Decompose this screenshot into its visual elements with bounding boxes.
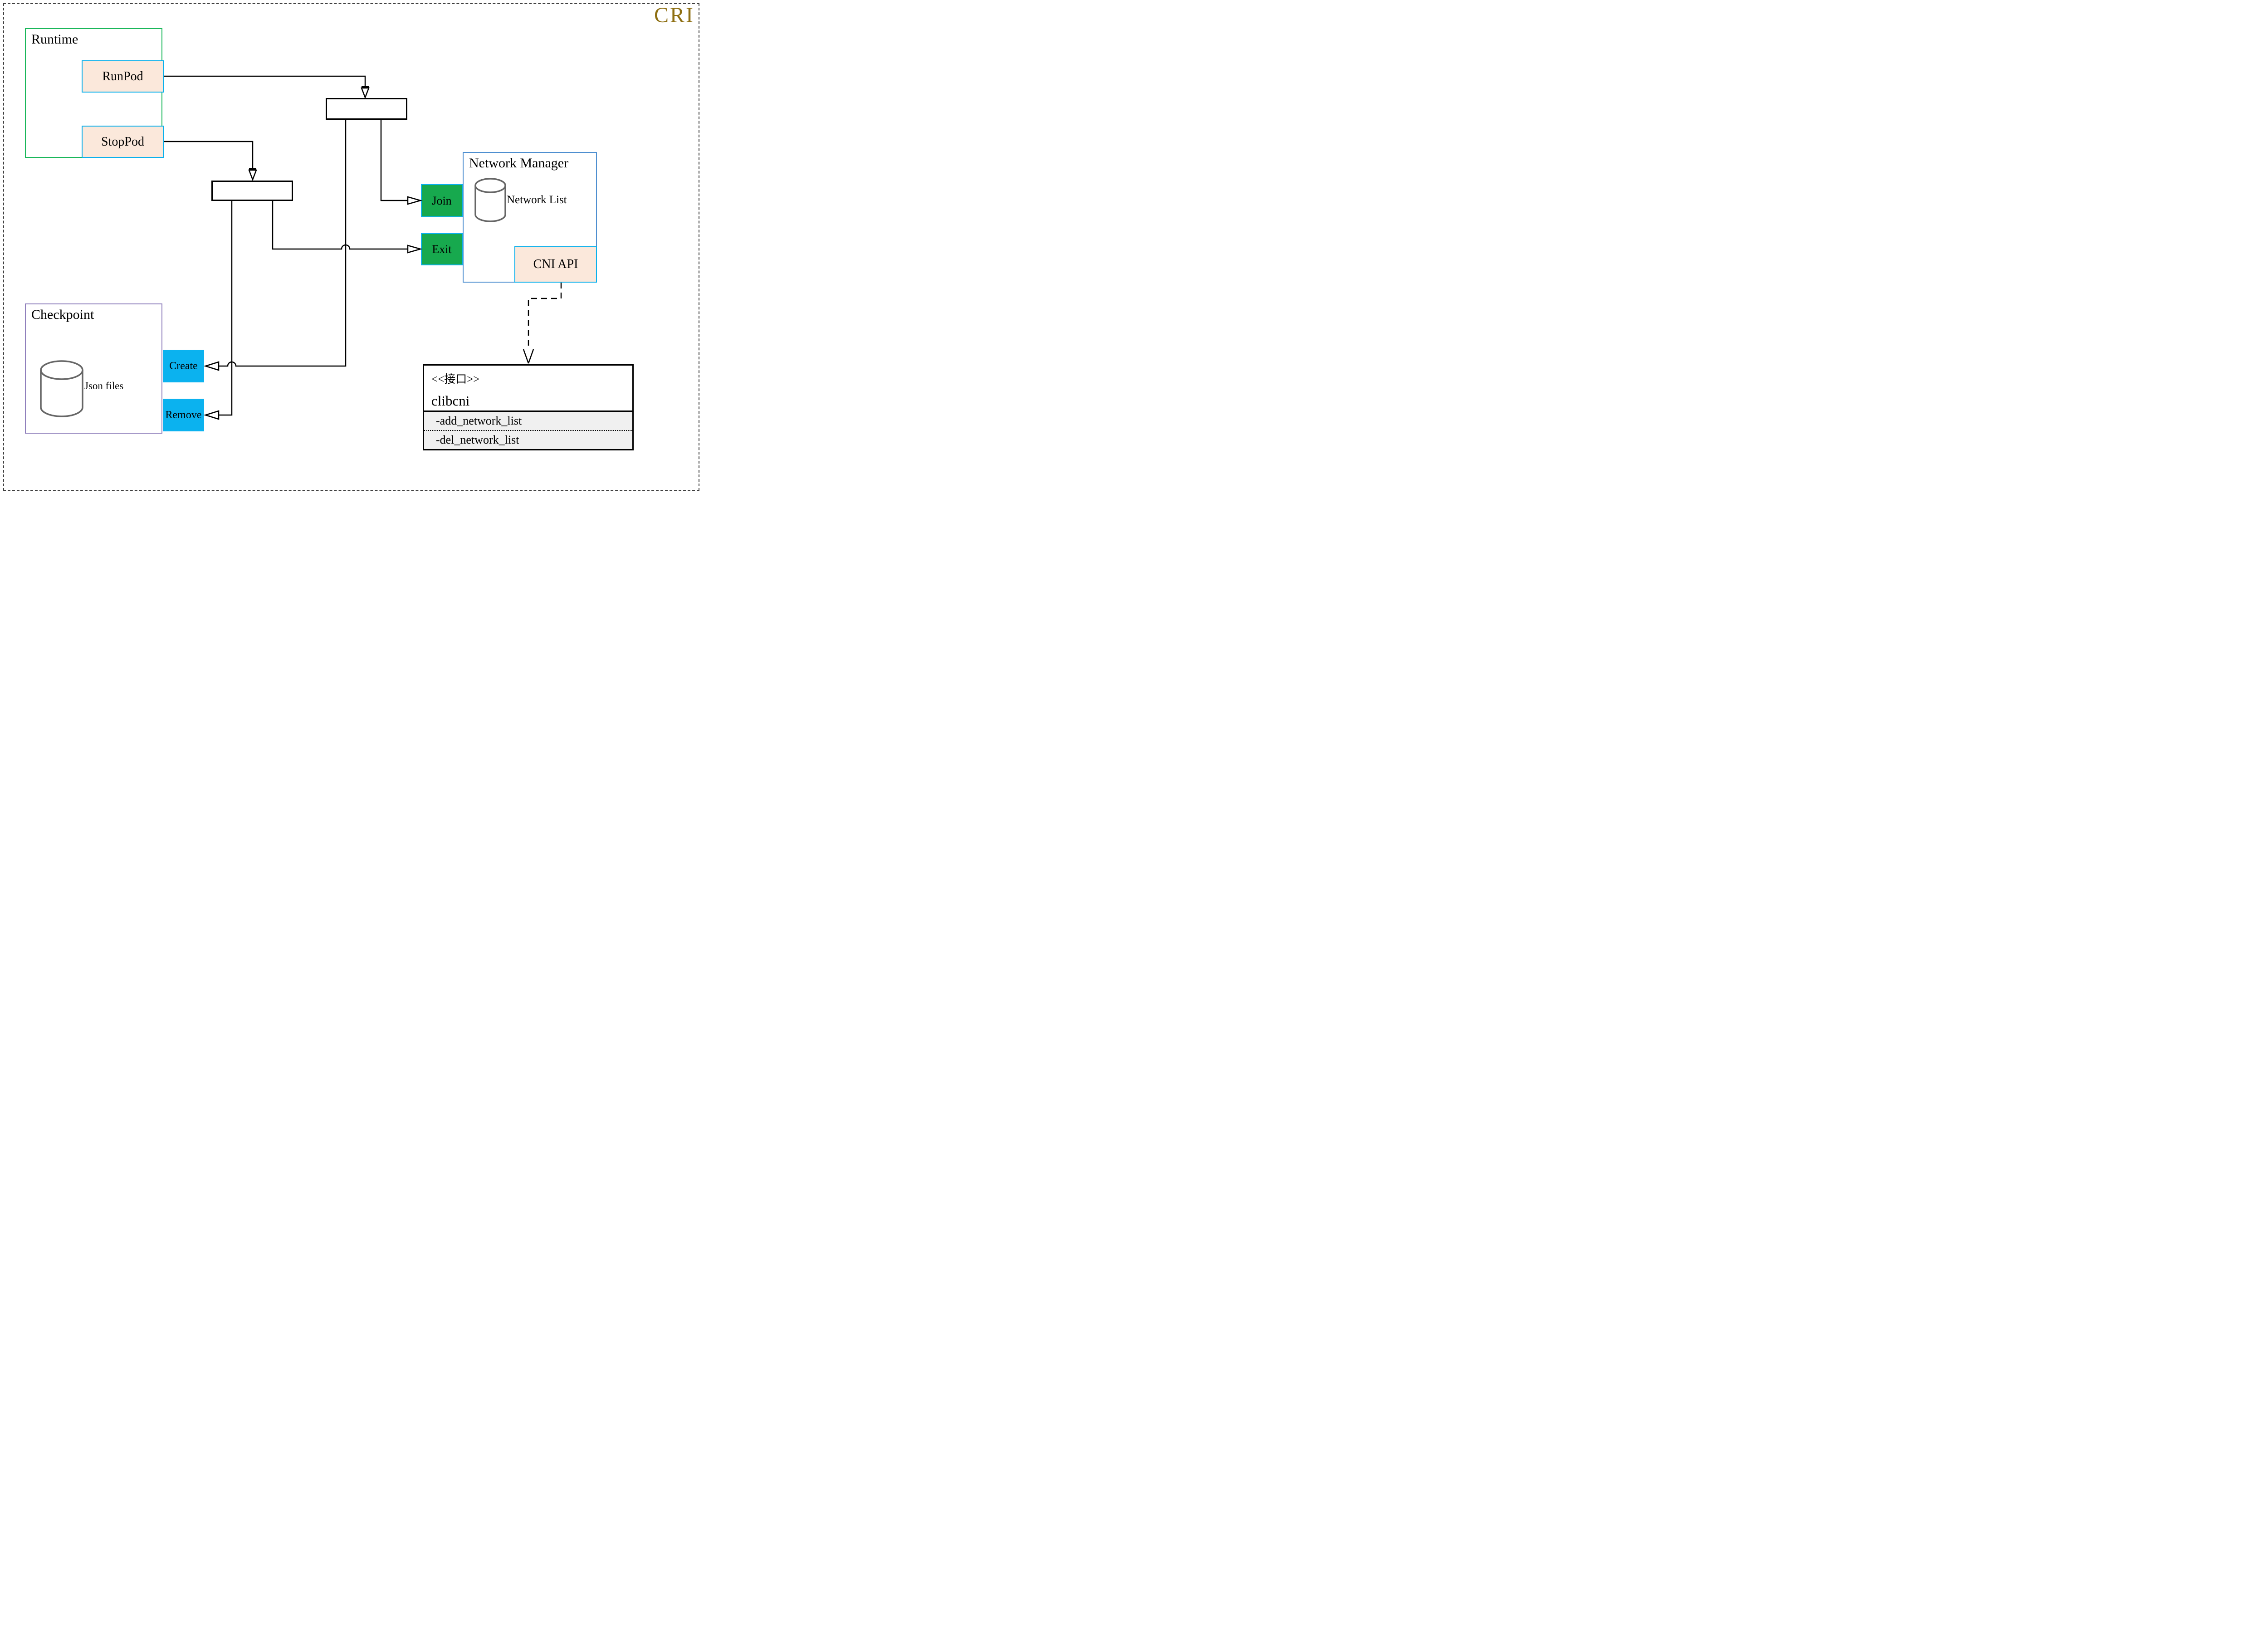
- clibcni-stereotype: <<接口>>: [431, 373, 480, 386]
- cri-architecture-diagram: CRI Runtime RunPod StopPod Network Manag…: [0, 0, 703, 494]
- cni-api-node: CNI API: [514, 246, 597, 283]
- clibcni-name: clibcni: [431, 393, 470, 409]
- remove-node: Remove: [163, 399, 204, 431]
- diagram-outer-dashed-frame: [3, 3, 699, 491]
- checkpoint-box-title: Checkpoint: [31, 307, 94, 322]
- json-files-label: Json files: [84, 380, 124, 391]
- clibcni-method-del: -del_network_list: [436, 433, 519, 446]
- clibcni-method-add: -add_network_list: [424, 412, 632, 431]
- clibcni-header: <<接口>> clibcni: [424, 366, 632, 412]
- network-list-label: Network List: [507, 194, 567, 206]
- stoppod-node: StopPod: [82, 126, 164, 158]
- runtime-box-title: Runtime: [31, 32, 78, 47]
- clibcni-methods-section: -add_network_list -del_network_list: [424, 412, 632, 449]
- diagram-title: CRI: [654, 3, 694, 27]
- process-rect-runpod-flow: [326, 98, 407, 120]
- runpod-node: RunPod: [82, 60, 164, 93]
- process-rect-stoppod-flow: [211, 181, 293, 201]
- clibcni-interface-box: <<接口>> clibcni -add_network_list -del_ne…: [423, 364, 634, 450]
- join-node: Join: [421, 184, 463, 217]
- checkpoint-box: Checkpoint: [25, 303, 162, 434]
- create-node: Create: [163, 350, 204, 382]
- network-manager-box-title: Network Manager: [469, 156, 569, 171]
- exit-node: Exit: [421, 233, 463, 265]
